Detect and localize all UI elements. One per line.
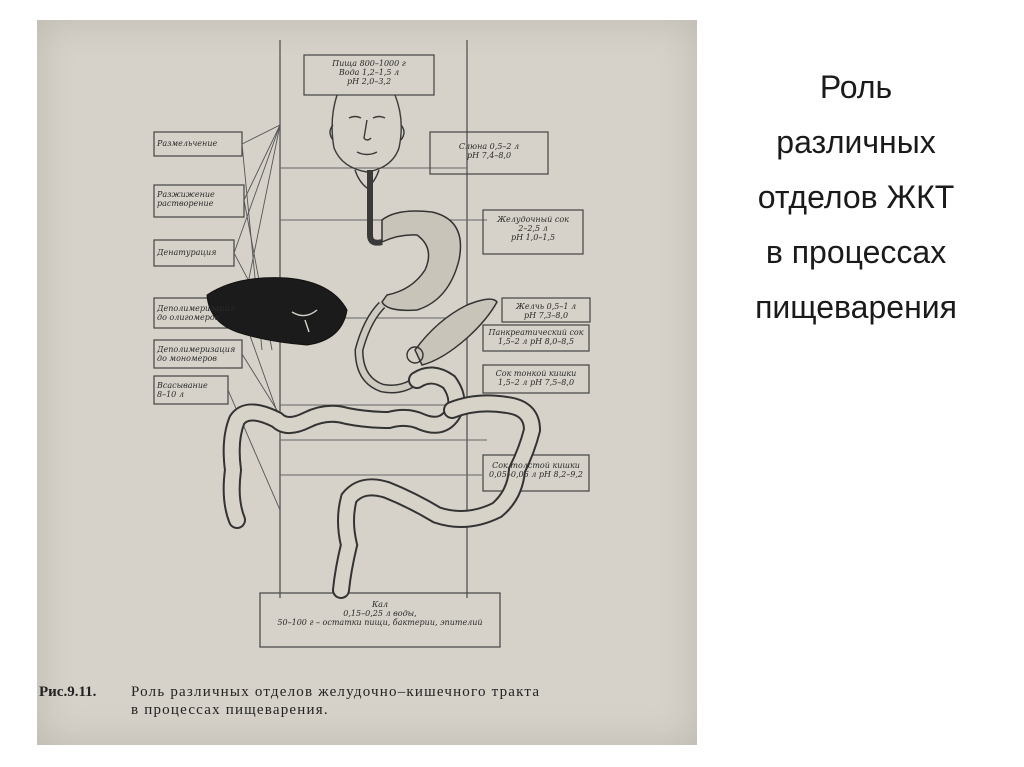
label-saliva: Слюна 0,5–2 л pH 7,4–8,0 <box>458 142 520 160</box>
textbook-photo: Размельчение Разжижение растворение Дена… <box>37 20 697 745</box>
label-depolymerization-monomers: Деполимеризация до мономеров <box>157 345 236 363</box>
esophagus-illustration <box>367 170 383 246</box>
label-feces: Кал 0,15–0,25 л воды, 50–100 г – остатки… <box>277 600 483 627</box>
label-small-intestine-juice: Сок тонкой кишки 1,5–2 л pH 7,5–8,0 <box>495 369 577 387</box>
label-grinding: Размельчение <box>157 139 218 148</box>
label-denaturation: Денатурация <box>157 248 217 257</box>
caption-line-2: в процессах пищеварения. <box>131 702 329 718</box>
left-label-boxes <box>153 131 245 405</box>
right-label-boxes <box>259 54 591 648</box>
stomach-illustration <box>381 210 462 312</box>
caption-line-1: Роль различных отделов желудочно–кишечно… <box>131 684 541 700</box>
label-gastric-juice: Желудочный сок 2–2,5 л pH 1,0–1,5 <box>497 215 569 242</box>
label-food-water: Пища 800–1000 г Вода 1,2–1,5 л pH 2,0–3,… <box>332 59 406 86</box>
slide-title: Роль различных отделов ЖКТ в процессах п… <box>755 69 957 325</box>
caption-number: Рис.9.11. <box>39 684 97 700</box>
liver-illustration <box>206 277 348 346</box>
label-depolymerization-oligomers: Деполимеризация до олигомеров <box>157 304 236 322</box>
label-absorption: Всасывание 8–10 л <box>157 381 208 399</box>
label-pancreatic-juice: Панкреатический сок 1,5–2 л pH 8,0–8,5 <box>488 328 584 346</box>
label-liquefaction: Разжижение растворение <box>157 190 215 208</box>
pancreas-illustration <box>414 298 498 366</box>
intestine-illustration <box>222 366 542 599</box>
gi-tract-diagram <box>153 40 591 648</box>
label-large-intestine-juice: Сок толстой кишки 0,05–0,06 л pH 8,2–9,2 <box>489 461 583 479</box>
label-bile: Желчь 0,5–1 л pH 7,3–8,0 <box>515 302 577 320</box>
